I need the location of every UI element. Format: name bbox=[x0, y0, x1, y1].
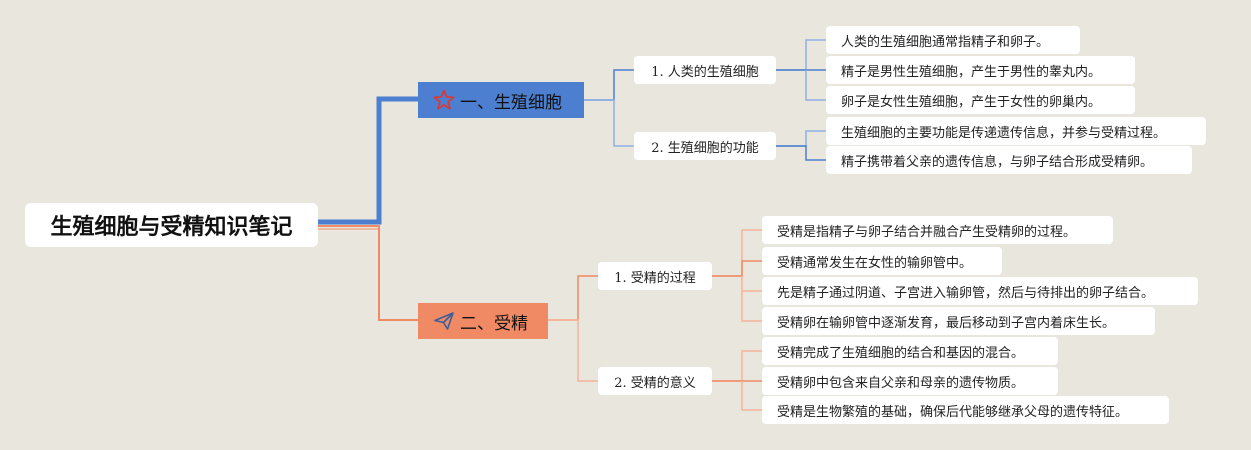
sub-fertilization-process[interactable]: 1. 受精的过程 bbox=[598, 262, 712, 290]
leaf-text: 生殖细胞的主要功能是传递遗传信息，并参与受精过程。 bbox=[841, 125, 1167, 141]
branch-reproductive-cells[interactable]: 一、生殖细胞 bbox=[418, 82, 584, 118]
leaf-node[interactable]: 人类的生殖细胞通常指精子和卵子。 bbox=[826, 26, 1080, 54]
root-node[interactable]: 生殖细胞与受精知识笔记 bbox=[25, 203, 318, 247]
leaf-text: 受精卵中包含来自父亲和母亲的遗传物质。 bbox=[777, 375, 1025, 391]
leaf-text: 先是精子通过阴道、子宫进入输卵管，然后与待排出的卵子结合。 bbox=[777, 285, 1155, 301]
connector-b1-sub1 bbox=[584, 69, 634, 101]
leaf-node[interactable]: 卵子是女性生殖细胞，产生于女性的卵巢内。 bbox=[826, 86, 1135, 114]
sub-reproductive-cell-function[interactable]: 2. 生殖细胞的功能 bbox=[634, 132, 776, 160]
connector-root-branch2 bbox=[318, 225, 418, 321]
sub-label: 1. 人类的生殖细胞 bbox=[651, 64, 759, 80]
leaf-text: 卵子是女性生殖细胞，产生于女性的卵巢内。 bbox=[841, 94, 1102, 110]
connector-b2-sub1 bbox=[548, 275, 598, 321]
leaf-node[interactable]: 先是精子通过阴道、子宫进入输卵管，然后与待排出的卵子结合。 bbox=[762, 277, 1198, 305]
sub-human-reproductive-cells[interactable]: 1. 人类的生殖细胞 bbox=[634, 56, 776, 84]
leaf-node[interactable]: 受精卵在输卵管中逐渐发育，最后移动到子宫内着床生长。 bbox=[762, 307, 1155, 335]
leaf-node[interactable]: 受精卵中包含来自父亲和母亲的遗传物质。 bbox=[762, 367, 1058, 395]
leaf-text: 受精是指精子与卵子结合并融合产生受精卵的过程。 bbox=[777, 224, 1077, 240]
sub-label: 1. 受精的过程 bbox=[614, 270, 696, 286]
leaf-node[interactable]: 受精是指精子与卵子结合并融合产生受精卵的过程。 bbox=[762, 216, 1113, 244]
connector-b2-sub2 bbox=[548, 319, 598, 382]
leaf-text: 受精通常发生在女性的输卵管中。 bbox=[777, 255, 973, 271]
branch-label: 一、生殖细胞 bbox=[460, 92, 562, 113]
connector-root-branch1 bbox=[318, 96, 418, 225]
sub-fertilization-significance[interactable]: 2. 受精的意义 bbox=[598, 367, 712, 395]
leaf-text: 精子携带着父亲的遗传信息，与卵子结合形成受精卵。 bbox=[841, 154, 1154, 170]
sub-label: 2. 生殖细胞的功能 bbox=[651, 140, 759, 156]
star-icon bbox=[432, 88, 456, 112]
leaf-text: 人类的生殖细胞通常指精子和卵子。 bbox=[841, 34, 1050, 50]
leaf-node[interactable]: 生殖细胞的主要功能是传递遗传信息，并参与受精过程。 bbox=[826, 117, 1206, 145]
leaf-text: 精子是男性生殖细胞，产生于男性的睾丸内。 bbox=[841, 64, 1102, 80]
leaf-node[interactable]: 精子携带着父亲的遗传信息，与卵子结合形成受精卵。 bbox=[826, 146, 1192, 174]
root-title: 生殖细胞与受精知识笔记 bbox=[50, 215, 293, 240]
leaf-text: 受精完成了生殖细胞的结合和基因的混合。 bbox=[777, 345, 1025, 361]
branch-label: 二、受精 bbox=[460, 313, 528, 334]
leaf-node[interactable]: 受精完成了生殖细胞的结合和基因的混合。 bbox=[762, 337, 1058, 365]
sub-label: 2. 受精的意义 bbox=[614, 375, 696, 391]
leaf-text: 受精是生物繁殖的基础，确保后代能够继承父母的遗传特征。 bbox=[777, 404, 1129, 420]
paper-plane-icon bbox=[432, 309, 456, 333]
connector-b1-sub2 bbox=[584, 99, 634, 147]
branch-fertilization[interactable]: 二、受精 bbox=[418, 303, 548, 339]
leaf-node[interactable]: 精子是男性生殖细胞，产生于男性的睾丸内。 bbox=[826, 56, 1135, 84]
leaf-node[interactable]: 受精通常发生在女性的输卵管中。 bbox=[762, 247, 1002, 275]
leaf-text: 受精卵在输卵管中逐渐发育，最后移动到子宫内着床生长。 bbox=[777, 315, 1116, 331]
leaf-node[interactable]: 受精是生物繁殖的基础，确保后代能够继承父母的遗传特征。 bbox=[762, 396, 1169, 424]
